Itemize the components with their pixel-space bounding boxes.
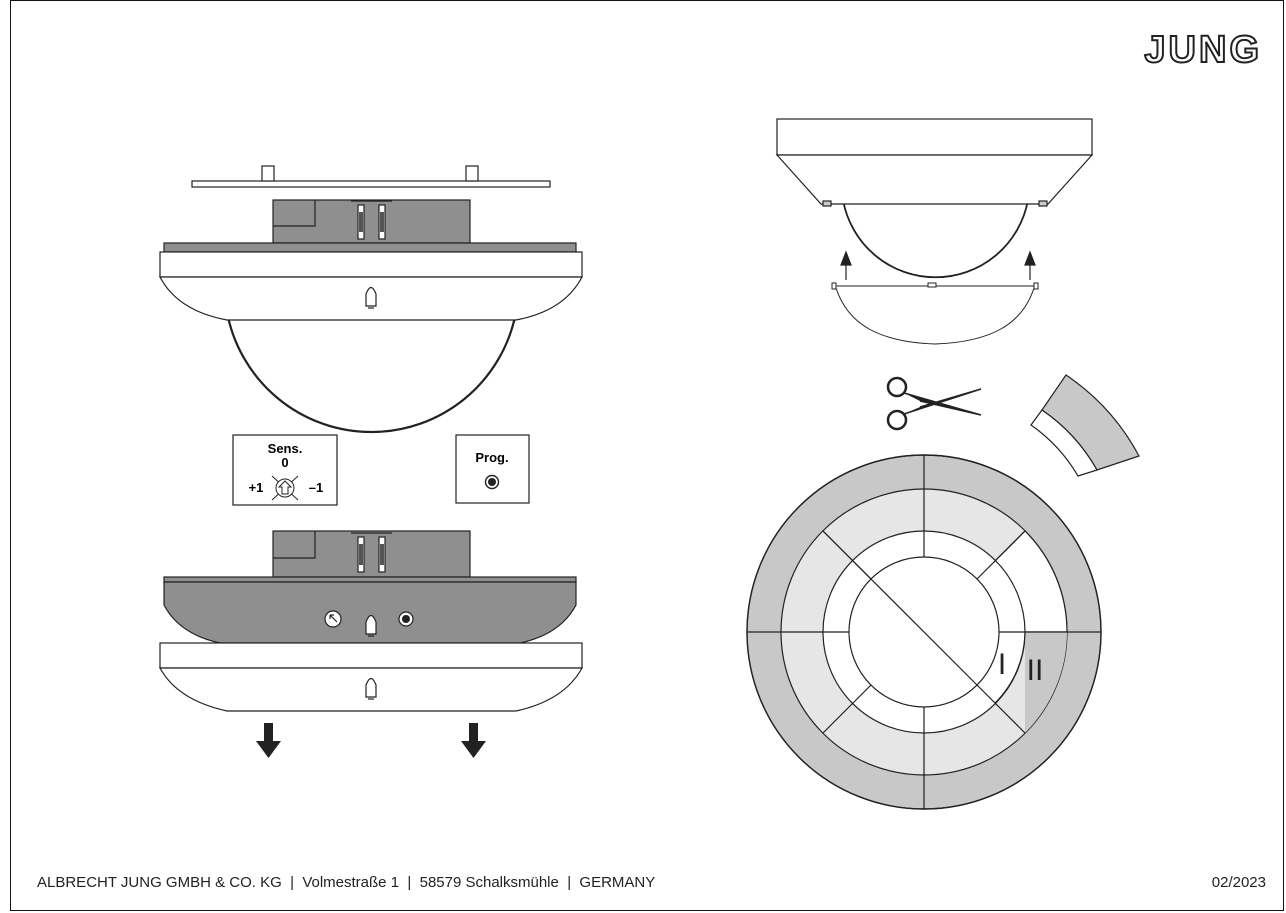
sensitivity-panel: Sens. 0 +1 –1 xyxy=(232,434,338,506)
arrow-up-icon xyxy=(840,250,852,280)
arrow-down-icon xyxy=(461,723,486,758)
jung-logo: JUNG xyxy=(1143,28,1262,72)
zone-label-outer: II xyxy=(1027,654,1044,687)
sens-zero-label: 0 xyxy=(281,455,288,470)
detector-housing-view xyxy=(775,118,1094,279)
terminal-block xyxy=(272,530,471,578)
lock-icon xyxy=(365,677,377,698)
mounting-plate xyxy=(191,180,551,188)
cut-lens-segment xyxy=(1030,374,1140,477)
lens-dome xyxy=(842,199,1029,279)
mounting-tab-left xyxy=(261,165,275,182)
cover-ring xyxy=(159,642,583,669)
prog-label: Prog. xyxy=(475,450,508,465)
detector-base xyxy=(163,242,577,253)
footer-date: 02/2023 xyxy=(1211,874,1266,891)
detached-lens-view xyxy=(831,282,1039,345)
footer-address: ALBRECHT JUNG GMBH & CO. KG | Volmestraß… xyxy=(37,874,656,891)
lens-masking-disc xyxy=(746,454,1102,810)
potentiometer-icon xyxy=(324,610,342,628)
segment-dividers xyxy=(747,455,1101,809)
jung-logo-text: JUNG xyxy=(1144,29,1262,71)
terminal-block xyxy=(272,199,471,244)
page-frame xyxy=(10,0,1284,911)
housing-bevel xyxy=(775,154,1094,205)
inner-zone-grey xyxy=(1025,632,1067,733)
zone-label-inner: I xyxy=(998,648,1006,681)
lock-icon xyxy=(365,614,377,635)
detector-assembled-view xyxy=(159,165,583,434)
arrow-up-icon xyxy=(1024,250,1036,280)
arrow-down-icon xyxy=(256,723,281,758)
sens-minus-label: –1 xyxy=(309,480,323,495)
lens-dome xyxy=(225,311,518,434)
detector-base xyxy=(163,576,577,583)
mounting-tab-right xyxy=(465,165,479,182)
sens-label: Sens. xyxy=(268,441,303,456)
detector-exploded-view xyxy=(158,530,584,712)
lock-icon xyxy=(365,286,377,307)
prog-button-icon xyxy=(398,611,414,627)
prog-panel: Prog. xyxy=(455,434,530,504)
sens-plus-label: +1 xyxy=(249,480,264,495)
scissors-icon xyxy=(886,376,982,431)
housing-top xyxy=(776,118,1093,156)
lens-shell xyxy=(835,287,1035,345)
cover-ring xyxy=(159,251,583,278)
potentiometer-icon xyxy=(271,475,299,501)
